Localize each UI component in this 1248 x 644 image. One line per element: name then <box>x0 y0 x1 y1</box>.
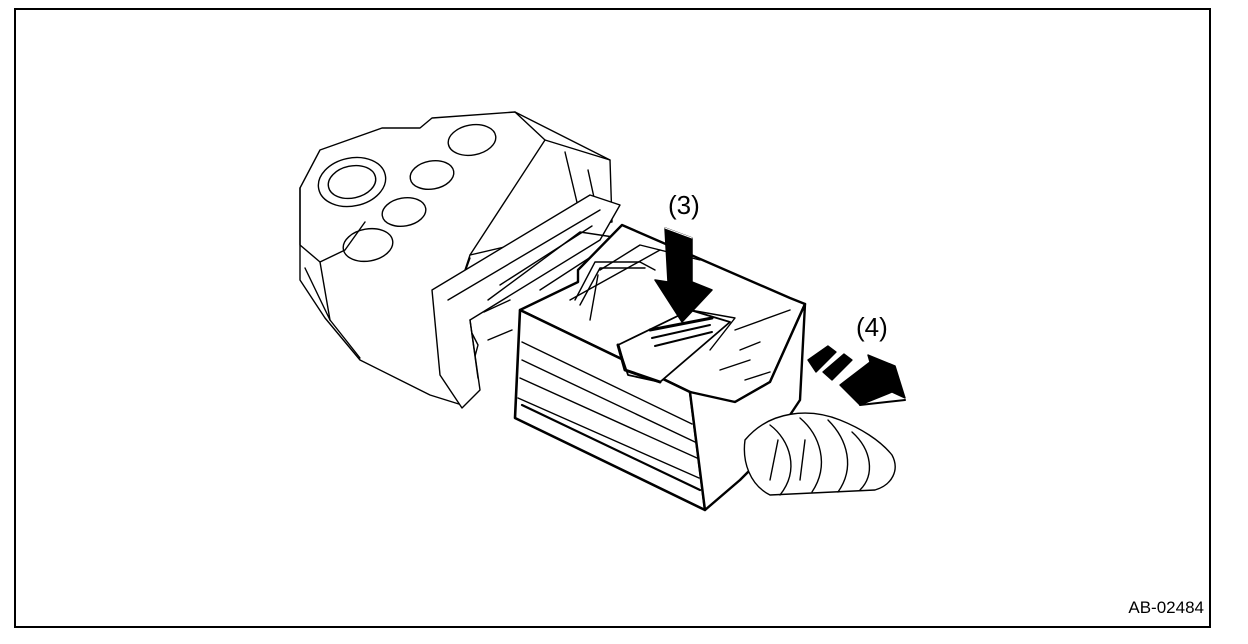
wire-clip <box>574 261 656 321</box>
rubber-boot <box>743 412 896 496</box>
callout-label-4: (4) <box>856 312 888 342</box>
socket-housing <box>431 194 621 409</box>
pull-arrow <box>807 345 906 406</box>
press-arrow <box>654 227 713 323</box>
figure-code: AB-02484 <box>1128 598 1204 617</box>
callout-label-3: (3) <box>668 190 700 220</box>
bracket-holes <box>317 123 497 263</box>
